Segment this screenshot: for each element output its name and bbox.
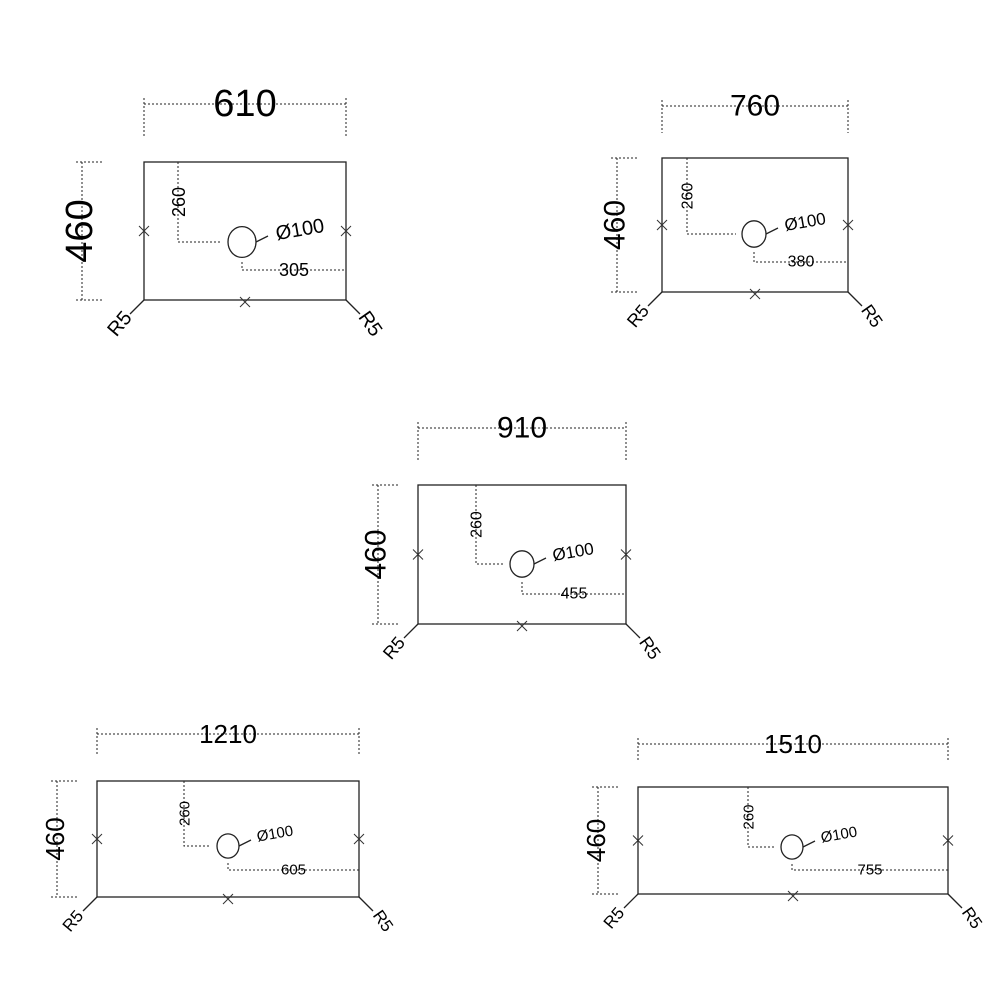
height-dimension-label: 460	[581, 819, 611, 862]
corner-leader-left	[129, 299, 145, 315]
cross-mark	[942, 835, 954, 846]
hole-offset-y-label: 260	[169, 187, 189, 217]
corner-leader-right	[625, 623, 641, 639]
hole-circle	[509, 550, 535, 578]
hole-offset-y-line	[686, 158, 736, 235]
hole-offset-y-label: 260	[680, 183, 697, 210]
corner-leader-right	[947, 893, 963, 909]
hole-diameter-label: Ø100	[819, 823, 858, 846]
width-dimension-label: 610	[213, 83, 276, 125]
height-dimension-label: 460	[599, 200, 632, 250]
panel-outline	[96, 780, 360, 898]
hole-offset-y-line	[177, 162, 222, 243]
corner-leader-right	[358, 896, 374, 912]
hole-diameter-label: Ø100	[255, 822, 294, 845]
width-dimension-line	[143, 98, 347, 137]
corner-leader-left	[623, 893, 639, 909]
hole-offset-x-line	[753, 252, 848, 263]
width-dimension-line	[661, 100, 849, 133]
corner-radius-right-label: R5	[369, 907, 397, 936]
cross-mark	[620, 549, 632, 560]
height-dimension-line	[611, 157, 639, 293]
height-dimension-label: 460	[40, 817, 70, 860]
corner-leader-right	[345, 299, 361, 315]
height-dimension-label: 460	[360, 529, 393, 579]
hole-offset-x-label: 455	[561, 586, 588, 603]
cross-mark	[787, 890, 799, 902]
width-dimension-line	[417, 422, 627, 460]
hole-offset-x-label: 380	[788, 254, 815, 271]
height-dimension-line	[51, 780, 79, 898]
hole-circle	[741, 220, 767, 248]
hole-offset-x-label: 755	[857, 862, 882, 879]
hole-circle	[216, 833, 240, 859]
cross-mark	[138, 225, 150, 237]
height-dimension-line	[76, 161, 104, 301]
cross-mark	[412, 549, 424, 560]
width-dimension-label: 760	[730, 90, 780, 123]
hole-circle	[227, 225, 257, 259]
cross-mark	[656, 219, 668, 231]
width-dimension-line	[96, 728, 360, 756]
hole-offset-y-label: 260	[177, 801, 194, 826]
cross-mark	[353, 833, 365, 845]
hole-offset-y-line	[183, 781, 211, 847]
hole-offset-x-label: 605	[281, 862, 306, 879]
cross-mark	[516, 620, 528, 632]
hole-offset-x-line	[791, 864, 948, 871]
width-dimension-line	[637, 738, 949, 762]
hole-leader-line	[765, 227, 779, 235]
hole-diameter-label: Ø100	[274, 215, 326, 245]
corner-leader-left	[403, 623, 419, 639]
hole-offset-y-label: 260	[469, 511, 486, 538]
hole-offset-y-line	[747, 787, 775, 848]
height-dimension-line	[592, 786, 620, 895]
hole-offset-x-line	[241, 262, 346, 271]
cross-mark	[222, 893, 234, 905]
cross-mark	[842, 219, 854, 231]
cross-mark	[340, 225, 352, 237]
hole-offset-y-label: 260	[741, 804, 758, 829]
hole-leader-line	[238, 839, 252, 847]
hole-leader-line	[255, 235, 269, 243]
cross-mark	[91, 833, 103, 845]
width-dimension-label: 1510	[764, 729, 822, 759]
cross-mark	[632, 835, 644, 846]
hole-diameter-label: Ø100	[551, 539, 595, 565]
cross-mark	[239, 296, 251, 308]
hole-offset-x-line	[521, 582, 626, 595]
corner-radius-right-label: R5	[958, 904, 986, 933]
height-dimension-line	[372, 484, 400, 625]
hole-leader-line	[802, 840, 816, 848]
width-dimension-label: 910	[497, 412, 547, 445]
hole-leader-line	[533, 557, 547, 565]
height-dimension-label: 460	[59, 199, 101, 262]
width-dimension-label: 1210	[199, 719, 257, 749]
hole-offset-y-line	[475, 485, 504, 565]
hole-offset-x-label: 305	[279, 260, 309, 280]
corner-leader-left	[82, 896, 98, 912]
hole-diameter-label: Ø100	[783, 209, 827, 235]
cross-mark	[749, 288, 761, 300]
corner-leader-right	[847, 291, 863, 307]
corner-leader-left	[647, 291, 663, 307]
panel-outline	[417, 484, 627, 625]
panel-outline	[637, 786, 949, 895]
hole-circle	[780, 834, 804, 860]
